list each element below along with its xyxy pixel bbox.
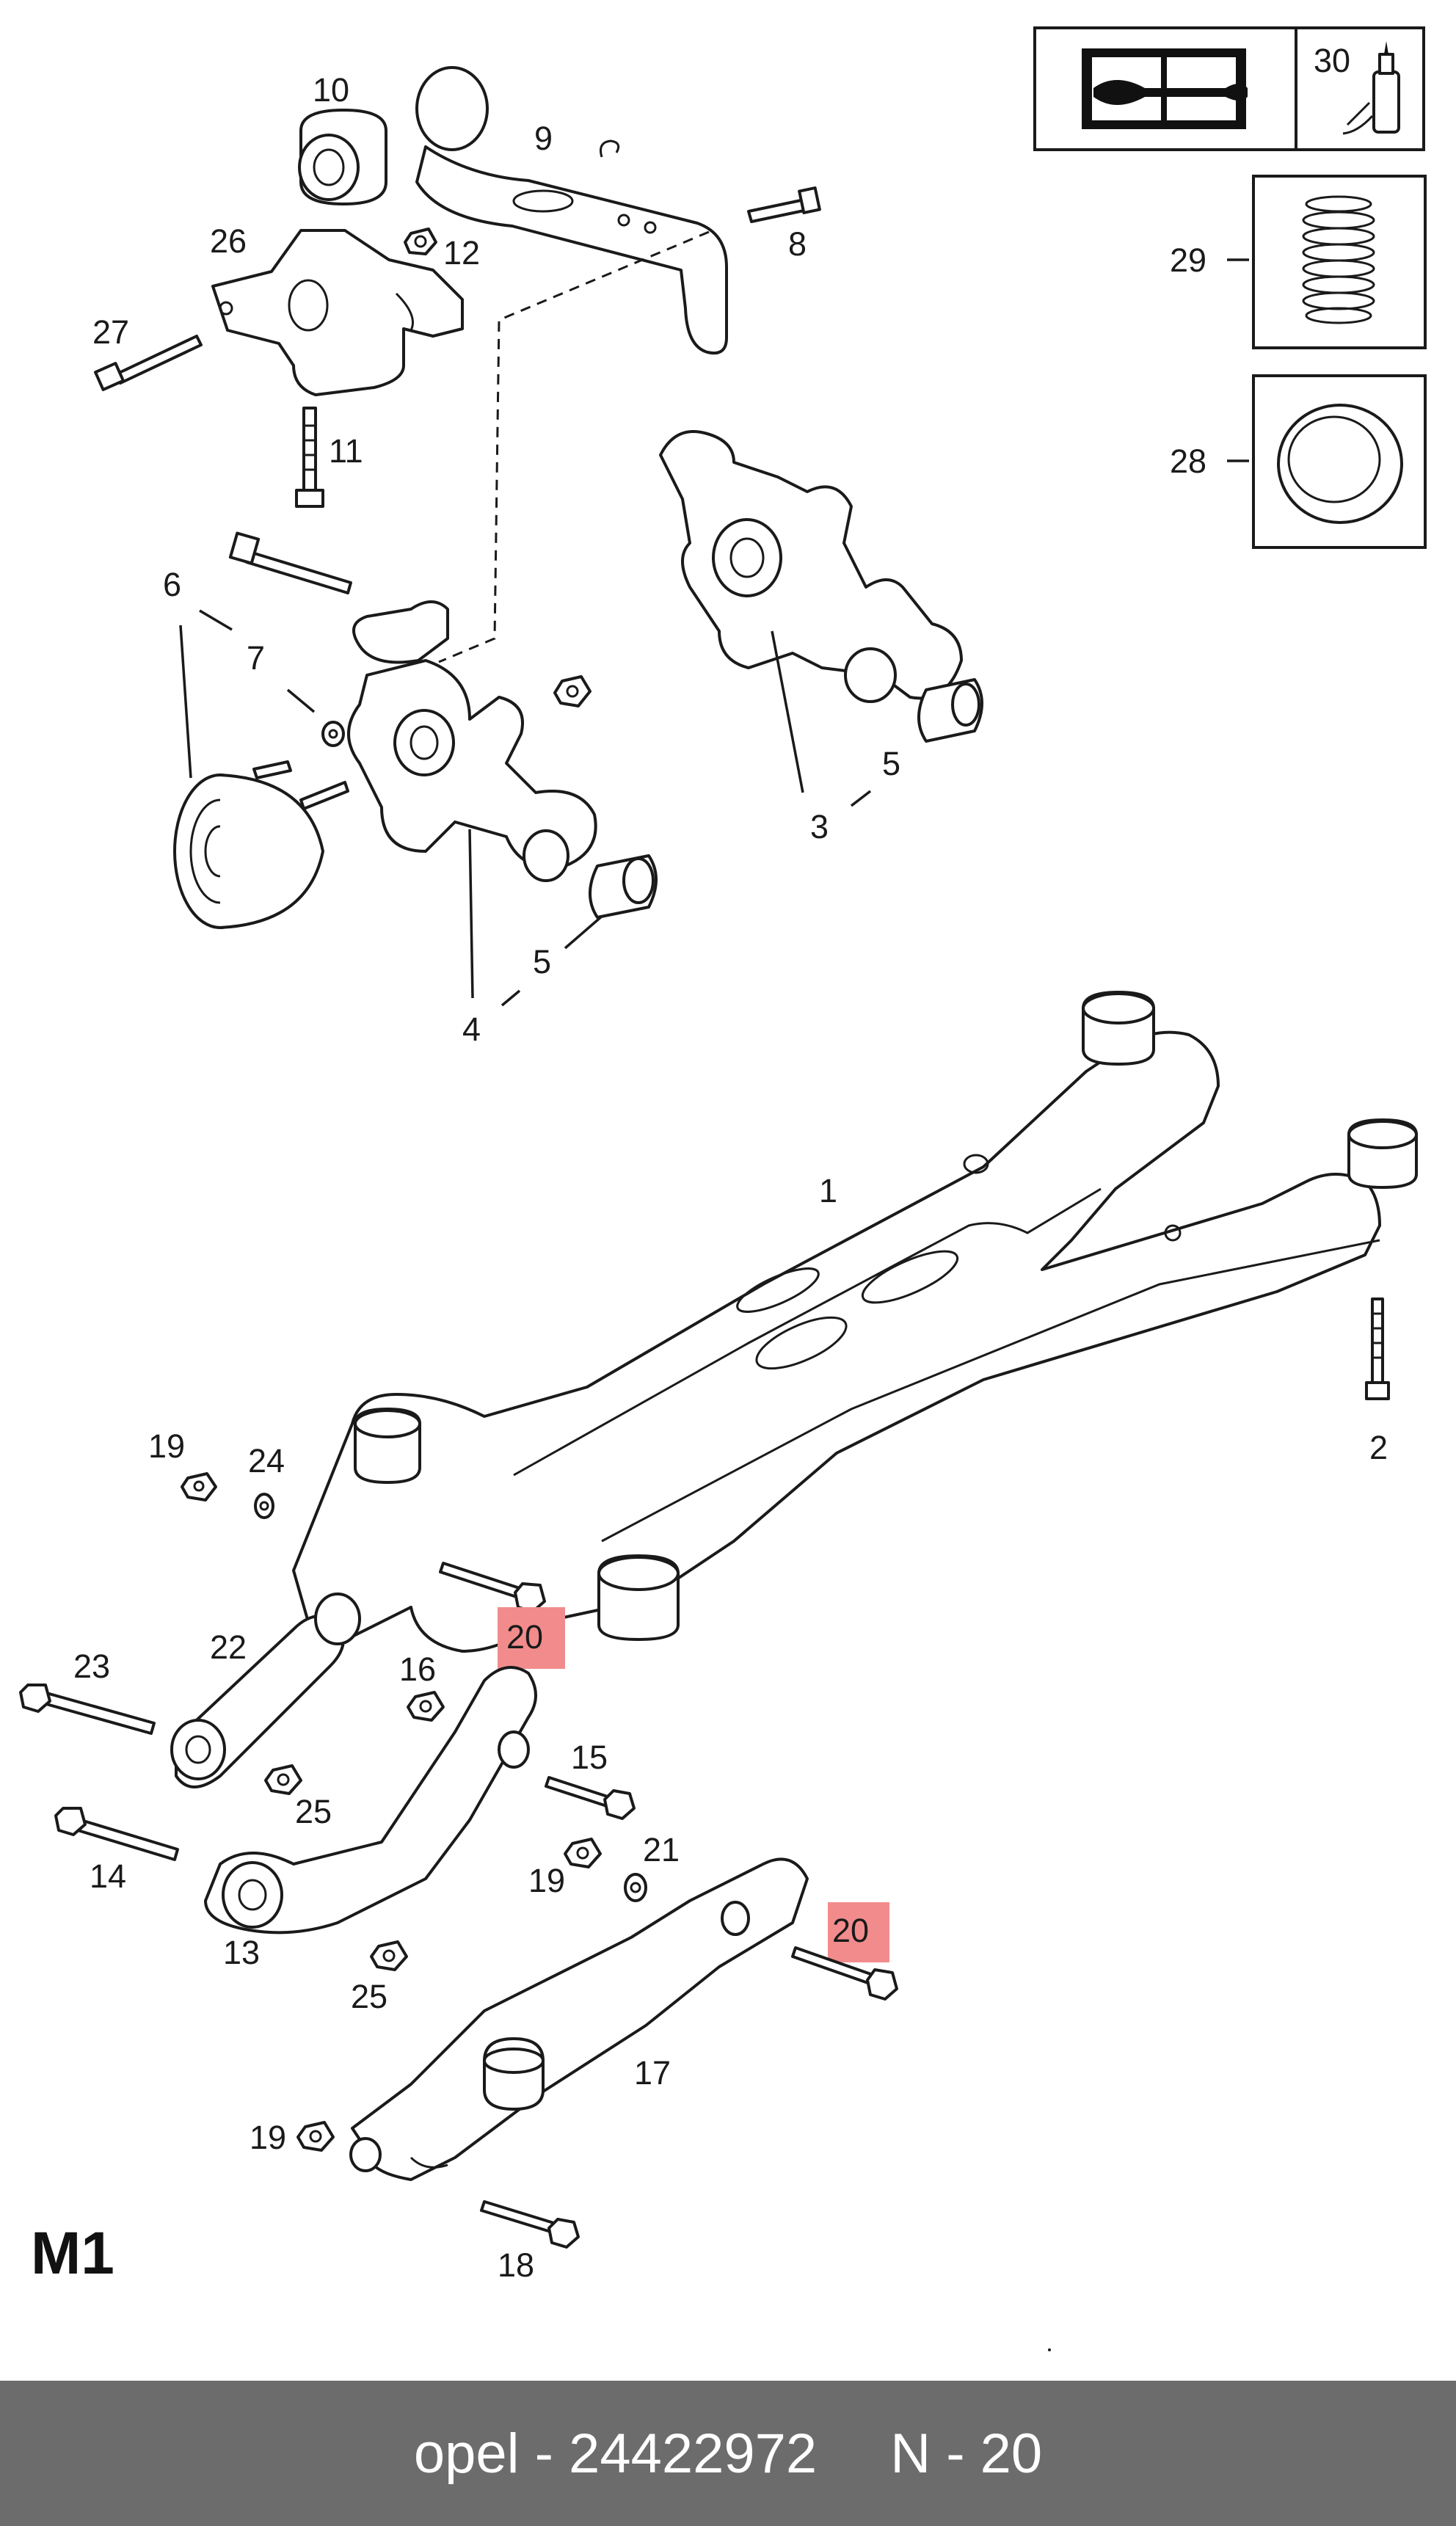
bolt-2 [1365, 1297, 1390, 1400]
spring-box: 29 [1170, 175, 1427, 349]
part-label-5: 5 [533, 943, 551, 980]
footer-position: N - 20 [890, 2422, 1043, 2485]
part-label-18: 18 [498, 2246, 534, 2284]
bolt-18 [480, 2200, 580, 2249]
part-label-24: 24 [248, 1442, 285, 1479]
part-label-25-lower: 25 [351, 1978, 387, 2015]
part-label-4: 4 [462, 1011, 481, 1048]
bolt-15 [545, 1776, 636, 1820]
subframe-1 [292, 991, 1418, 1653]
part-label-2: 2 [1369, 1429, 1388, 1466]
wheel-hub-6 [173, 760, 349, 929]
washer-21 [624, 1873, 647, 1902]
link-arm-22 [170, 1593, 361, 1788]
nut-19-upper [181, 1472, 217, 1502]
part-label-3: 3 [810, 808, 829, 845]
washer-7 [321, 721, 345, 747]
knuckle-4 [347, 600, 597, 882]
bushing-10 [298, 109, 387, 205]
adhesive-bottle-icon [1342, 41, 1400, 135]
part-label-27: 27 [92, 313, 129, 351]
coil-spring-icon [1302, 195, 1375, 324]
nut-25-upper [264, 1764, 302, 1795]
part-label-15: 15 [571, 1739, 608, 1776]
spring-seat-icon [1277, 404, 1403, 524]
bolt-8 [747, 186, 821, 223]
nut-19-lower [296, 2121, 335, 2152]
part-label-11: 11 [329, 432, 363, 470]
part-label-20-lower: 20 [832, 1912, 869, 1949]
control-arm-13 [204, 1666, 537, 1934]
highlight-20-upper [498, 1607, 565, 1669]
bolt-23 [19, 1684, 156, 1735]
part-label-21: 21 [643, 1831, 680, 1868]
part-label-28: 28 [1170, 443, 1206, 480]
part-label-19-lower: 19 [250, 2119, 286, 2156]
part-label-1: 1 [819, 1172, 837, 1209]
part-label-22: 22 [210, 1628, 247, 1666]
part-label-19-upper: 19 [148, 1427, 185, 1465]
nut-25-lower [370, 1940, 408, 1971]
bolt-20-control-arm [791, 1946, 898, 2001]
part-label-25-upper: 25 [295, 1793, 332, 1830]
washer-24 [254, 1493, 274, 1519]
nut-knuckle [553, 675, 592, 707]
part-label-14: 14 [90, 1857, 126, 1895]
footer-part-number: opel - 24422972 [413, 2422, 818, 2485]
spring-seat-box: 28 [1170, 374, 1427, 549]
part-label-17: 17 [634, 2054, 671, 2092]
lower-control-arm-17 [349, 1857, 809, 2181]
bushing-5-right [917, 678, 983, 743]
part-label-8: 8 [788, 225, 807, 263]
part-label-20-upper: 20 [506, 1618, 543, 1656]
bolt-20-subframe [439, 1562, 546, 1613]
exploded-parts-diagram: 30 29 28 10 [19, 26, 1427, 2351]
part-label-6: 6 [163, 566, 181, 603]
part-label-26: 26 [210, 222, 247, 260]
nut-12 [404, 228, 437, 255]
part-label-7: 7 [247, 639, 265, 677]
stray-dot [1048, 2348, 1051, 2351]
nut-16 [407, 1691, 445, 1722]
bushing-5-left [589, 854, 658, 919]
part-label-12: 12 [443, 234, 480, 272]
part-label-19-middle: 19 [528, 1862, 565, 1899]
tool-info-box: 30 [1033, 26, 1425, 151]
part-label-29: 29 [1170, 241, 1206, 279]
bolt-upper-knuckle [228, 531, 352, 594]
assembly-dashed-line [438, 230, 710, 663]
part-label-16: 16 [399, 1650, 436, 1688]
mount-bracket-26 [211, 229, 464, 396]
bolt-11 [295, 407, 324, 508]
bracket-9 [415, 66, 728, 354]
part-label-10: 10 [313, 71, 349, 109]
bolt-27 [94, 335, 203, 391]
bolt-14 [54, 1807, 179, 1861]
repair-manual-icon [1082, 48, 1248, 129]
part-label-9: 9 [534, 120, 553, 157]
part-label-23: 23 [73, 1648, 110, 1685]
highlight-20-lower [828, 1902, 889, 1962]
nut-19-middle [564, 1838, 602, 1868]
part-label-30: 30 [1314, 42, 1350, 79]
knuckle-3 [659, 430, 963, 703]
section-code: M1 [31, 2220, 114, 2287]
part-label-5-right: 5 [882, 745, 900, 782]
footer-bar: opel - 24422972 N - 20 [0, 2381, 1456, 2526]
part-label-13: 13 [223, 1934, 260, 1971]
